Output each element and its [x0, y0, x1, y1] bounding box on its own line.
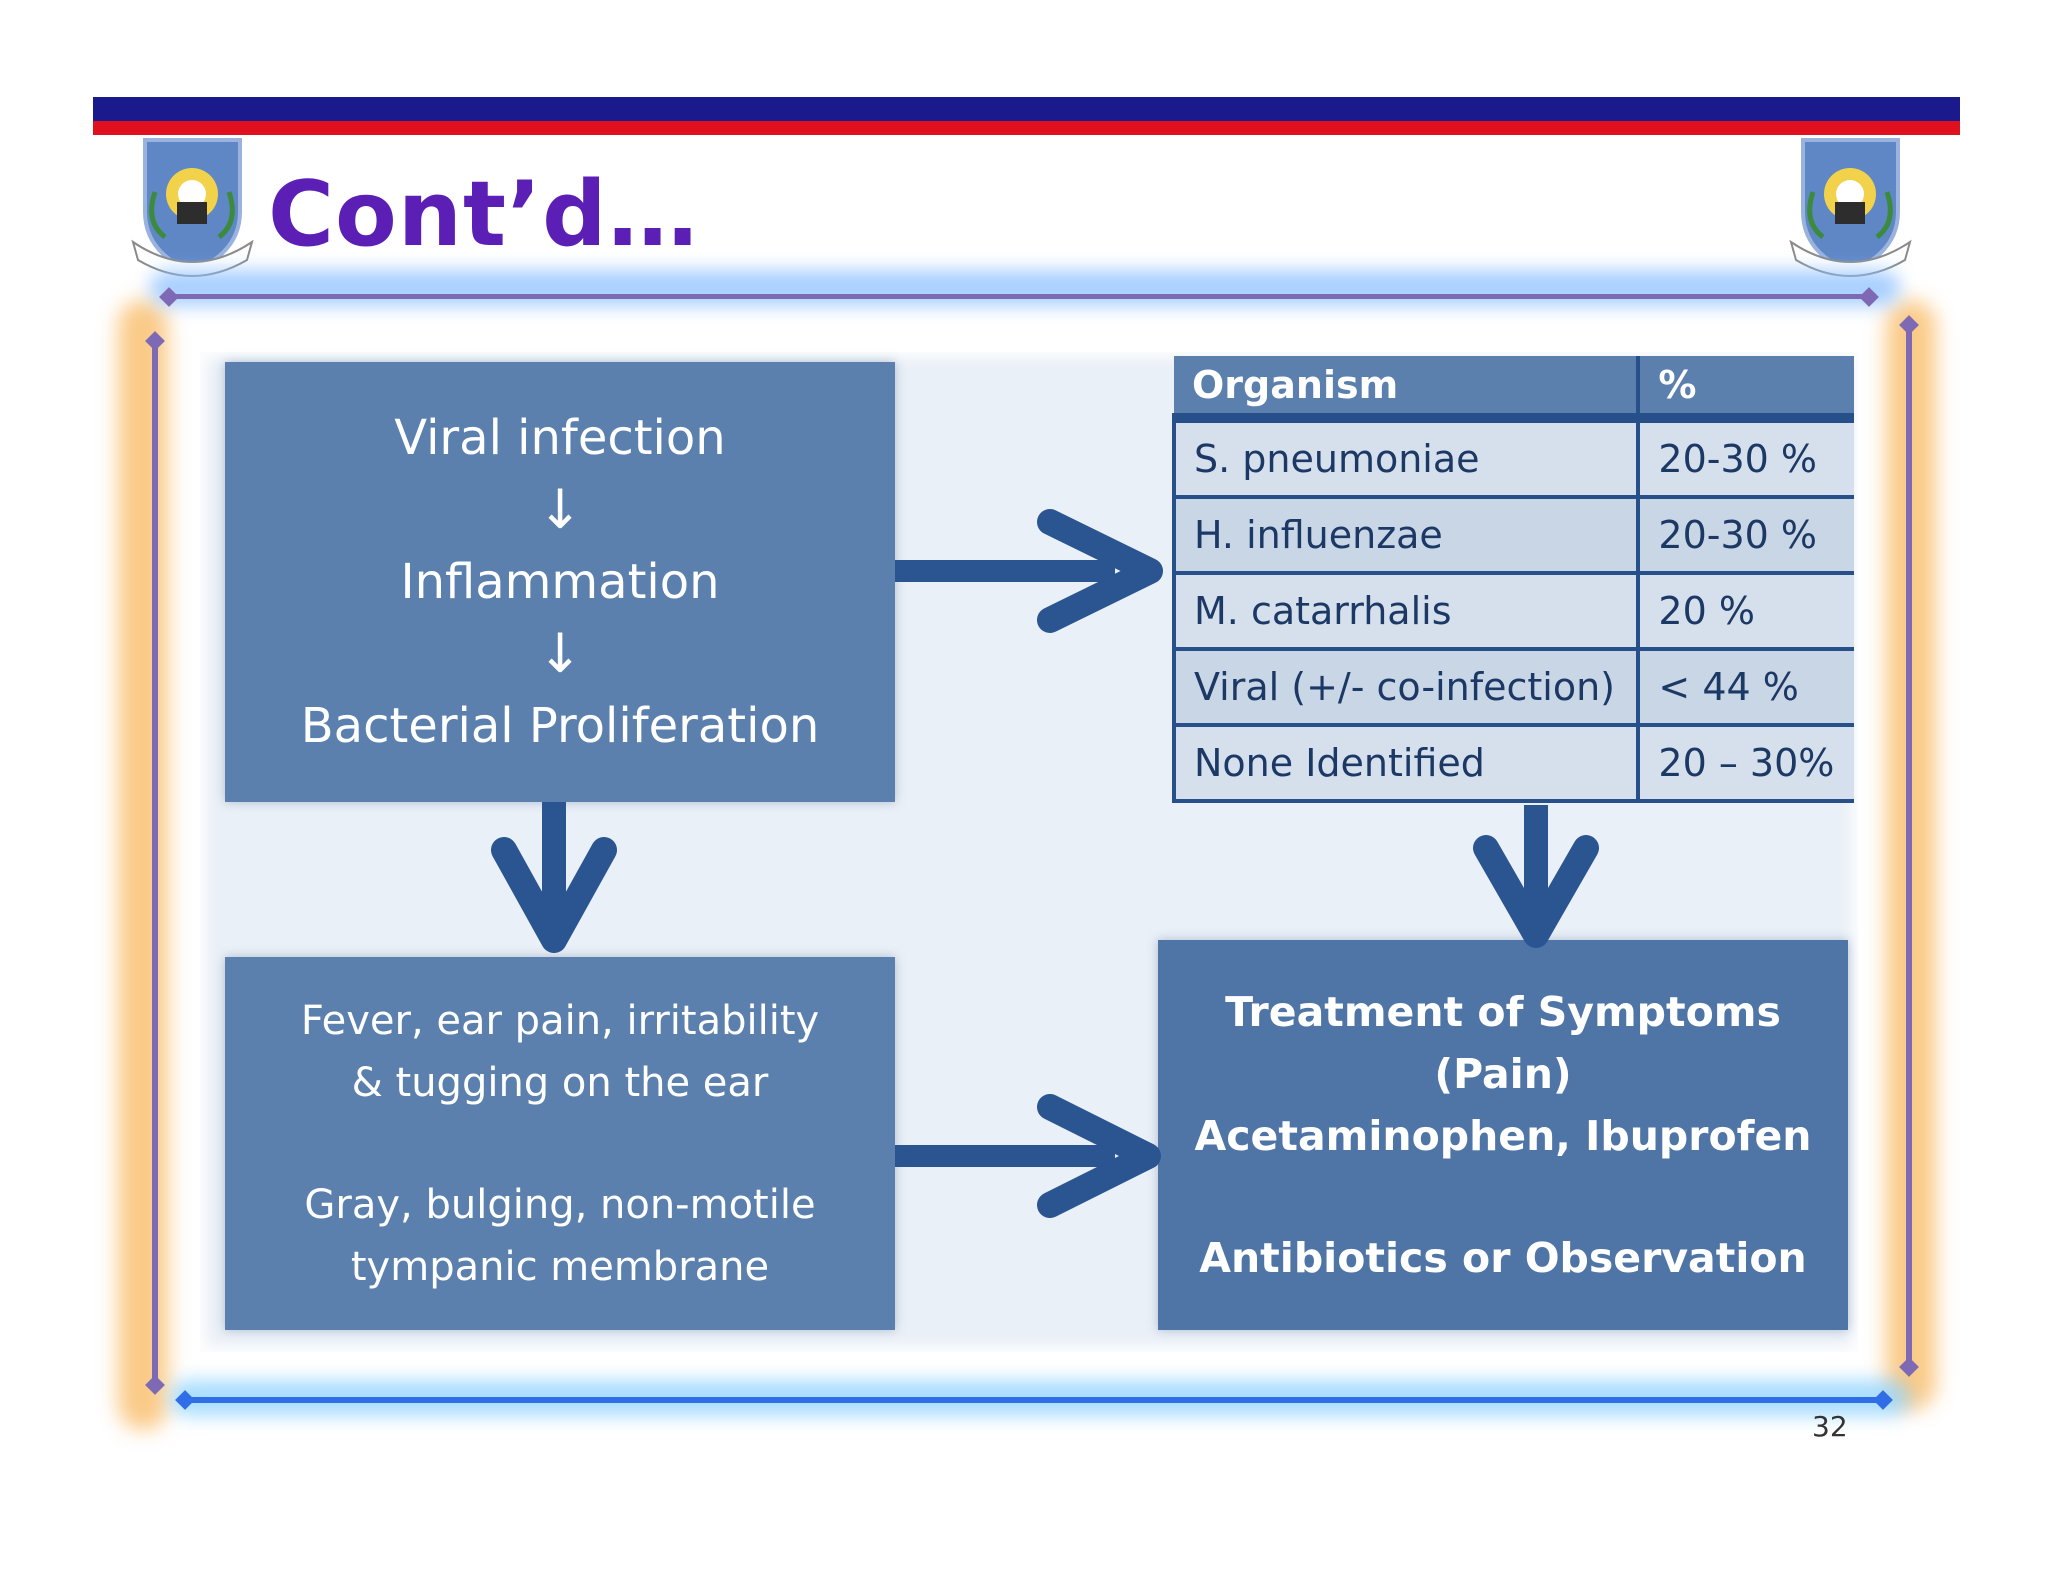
organism-cell: Viral (+/- co-infection)	[1171, 649, 1641, 727]
frame-line-right	[1906, 322, 1912, 1367]
percent-cell: 20 – 30%	[1638, 725, 1854, 803]
cause-viral-infection: Viral infection	[394, 410, 726, 466]
organism-table: Organism % S. pneumoniae 20-30 % H. infl…	[1171, 356, 1854, 803]
organism-cell: H. influenzae	[1171, 497, 1641, 575]
down-arrow-icon: ↓	[537, 478, 583, 541]
symptoms-line-3: Gray, bulging, non-motile	[304, 1181, 816, 1228]
slide-title: Cont’d…	[268, 162, 699, 267]
table-row: M. catarrhalis 20 %	[1171, 573, 1854, 651]
cause-chain-box: Viral infection ↓ Inflammation ↓ Bacteri…	[225, 362, 895, 802]
table-row: Viral (+/- co-infection) < 44 %	[1171, 649, 1854, 727]
table-row: H. influenzae 20-30 %	[1171, 497, 1854, 575]
treatment-box: Treatment of Symptoms (Pain) Acetaminoph…	[1158, 940, 1848, 1330]
treatment-line-2: Acetaminophen, Ibuprofen	[1194, 1112, 1812, 1160]
university-logo-left	[125, 132, 260, 282]
down-arrow-icon: ↓	[537, 622, 583, 685]
table-row: S. pneumoniae 20-30 %	[1171, 418, 1854, 499]
symptoms-line-4: tympanic membrane	[350, 1243, 770, 1290]
frame-glow-top	[150, 270, 1900, 306]
treatment-line-1: Treatment of Symptoms (Pain)	[1225, 988, 1781, 1098]
jimma-university-crest-icon	[1789, 138, 1912, 277]
table-header-row: Organism %	[1174, 356, 1854, 423]
symptoms-line-1: Fever, ear pain, irritability	[300, 997, 820, 1044]
percent-cell: 20-30 %	[1638, 497, 1854, 575]
page-number: 32	[1812, 1410, 1848, 1443]
symptoms-line-2: & tugging on the ear	[351, 1059, 769, 1106]
symptoms-box: Fever, ear pain, irritability & tugging …	[225, 957, 895, 1330]
frame-line-bottom	[185, 1397, 1883, 1403]
column-header-organism: Organism	[1174, 356, 1641, 423]
treatment-line-3: Antibiotics or Observation	[1199, 1234, 1807, 1282]
column-header-percent: %	[1638, 356, 1854, 423]
organism-cell: None Identified	[1171, 725, 1641, 803]
organism-cell: M. catarrhalis	[1171, 573, 1641, 651]
frame-glow-left	[118, 300, 168, 1430]
organism-cell: S. pneumoniae	[1171, 418, 1641, 499]
frame-line-left	[152, 338, 158, 1385]
jimma-university-crest-icon	[131, 138, 254, 277]
banner-top-stripe	[93, 97, 1960, 121]
frame-line-top	[168, 294, 1870, 299]
percent-cell: < 44 %	[1638, 649, 1854, 727]
university-logo-right	[1783, 132, 1918, 282]
cause-bacterial-proliferation: Bacterial Proliferation	[300, 698, 820, 754]
banner-bottom-stripe	[93, 121, 1960, 135]
percent-cell: 20-30 %	[1638, 418, 1854, 499]
cause-inflammation: Inflammation	[400, 554, 720, 610]
percent-cell: 20 %	[1638, 573, 1854, 651]
table-row: None Identified 20 – 30%	[1171, 725, 1854, 803]
